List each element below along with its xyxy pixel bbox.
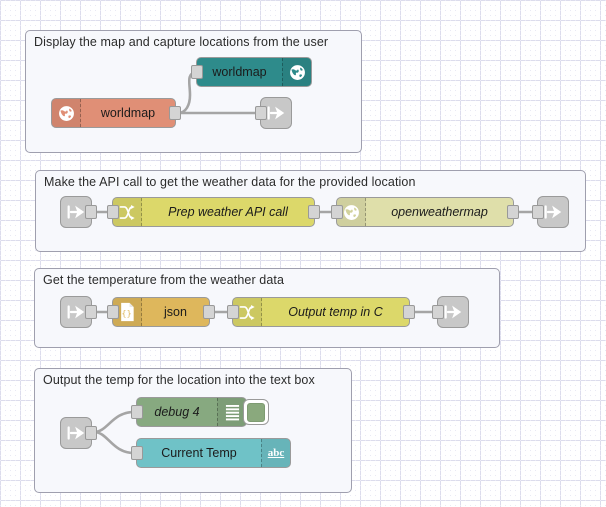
abc-glyph: abc: [267, 447, 285, 459]
debug-enable-toggle[interactable]: [243, 399, 269, 425]
node-label: worldmap: [100, 106, 156, 120]
node-label: openweathermap: [391, 205, 488, 219]
node-input-port[interactable]: [532, 205, 544, 219]
debug-lines-icon: [217, 398, 246, 426]
node-label: Prep weather API call: [168, 205, 288, 219]
node-link-out-3[interactable]: [432, 296, 469, 328]
group-output-temp[interactable]: Output the temp for the location into th…: [34, 368, 352, 493]
node-output-port[interactable]: [403, 305, 415, 319]
debug-toggle-indicator: [247, 402, 265, 422]
node-output-port[interactable]: [203, 305, 215, 319]
node-link-out-1[interactable]: [255, 97, 292, 129]
node-label: json: [164, 305, 187, 319]
link-in-icon: [67, 305, 85, 319]
node-link-in-2[interactable]: [60, 196, 97, 228]
node-input-port[interactable]: [107, 205, 119, 219]
node-json[interactable]: {} json: [107, 297, 215, 327]
node-output-port[interactable]: [85, 205, 97, 219]
link-out-icon: [267, 106, 285, 120]
node-debug-4[interactable]: debug 4: [131, 397, 269, 427]
link-in-icon: [67, 426, 85, 440]
node-input-port[interactable]: [227, 305, 239, 319]
svg-text:{}: {}: [122, 308, 132, 318]
node-output-port[interactable]: [85, 305, 97, 319]
group-label: Display the map and capture locations fr…: [34, 35, 329, 49]
node-input-port[interactable]: [331, 205, 343, 219]
node-input-port[interactable]: [107, 305, 119, 319]
node-output-port[interactable]: [507, 205, 519, 219]
node-current-temp[interactable]: Current Temp abc: [131, 438, 291, 468]
globe-icon: [52, 99, 81, 127]
node-label: worldmap: [212, 65, 267, 79]
node-worldmap-in[interactable]: worldmap: [51, 98, 181, 128]
node-label: debug 4: [154, 405, 200, 419]
link-in-icon: [67, 205, 85, 219]
globe-icon: [282, 58, 311, 86]
group-label: Get the temperature from the weather dat…: [43, 273, 285, 287]
node-link-in-4[interactable]: [60, 417, 97, 449]
node-input-port[interactable]: [131, 405, 143, 419]
group-label: Output the temp for the location into th…: [43, 373, 315, 387]
group-label: Make the API call to get the weather dat…: [44, 175, 416, 189]
node-input-port[interactable]: [432, 305, 444, 319]
node-input-port[interactable]: [131, 446, 143, 460]
group-display-map[interactable]: Display the map and capture locations fr…: [25, 30, 362, 153]
node-input-port[interactable]: [255, 106, 267, 120]
node-link-out-2[interactable]: [532, 196, 569, 228]
link-out-icon: [544, 205, 562, 219]
node-prep-weather-api-call[interactable]: Prep weather API call: [107, 197, 320, 227]
node-output-temp-in-c[interactable]: Output temp in C: [227, 297, 415, 327]
node-label: Output temp in C: [288, 305, 383, 319]
node-label: Current Temp: [161, 446, 237, 460]
link-out-icon: [444, 305, 462, 319]
node-input-port[interactable]: [191, 65, 203, 79]
change-icon: [113, 198, 142, 226]
node-output-port[interactable]: [169, 106, 181, 120]
node-output-port[interactable]: [85, 426, 97, 440]
node-worldmap-out[interactable]: worldmap: [191, 57, 312, 87]
node-openweathermap[interactable]: openweathermap: [331, 197, 519, 227]
node-link-in-3[interactable]: [60, 296, 97, 328]
node-output-port[interactable]: [308, 205, 320, 219]
abc-icon: abc: [261, 439, 290, 467]
